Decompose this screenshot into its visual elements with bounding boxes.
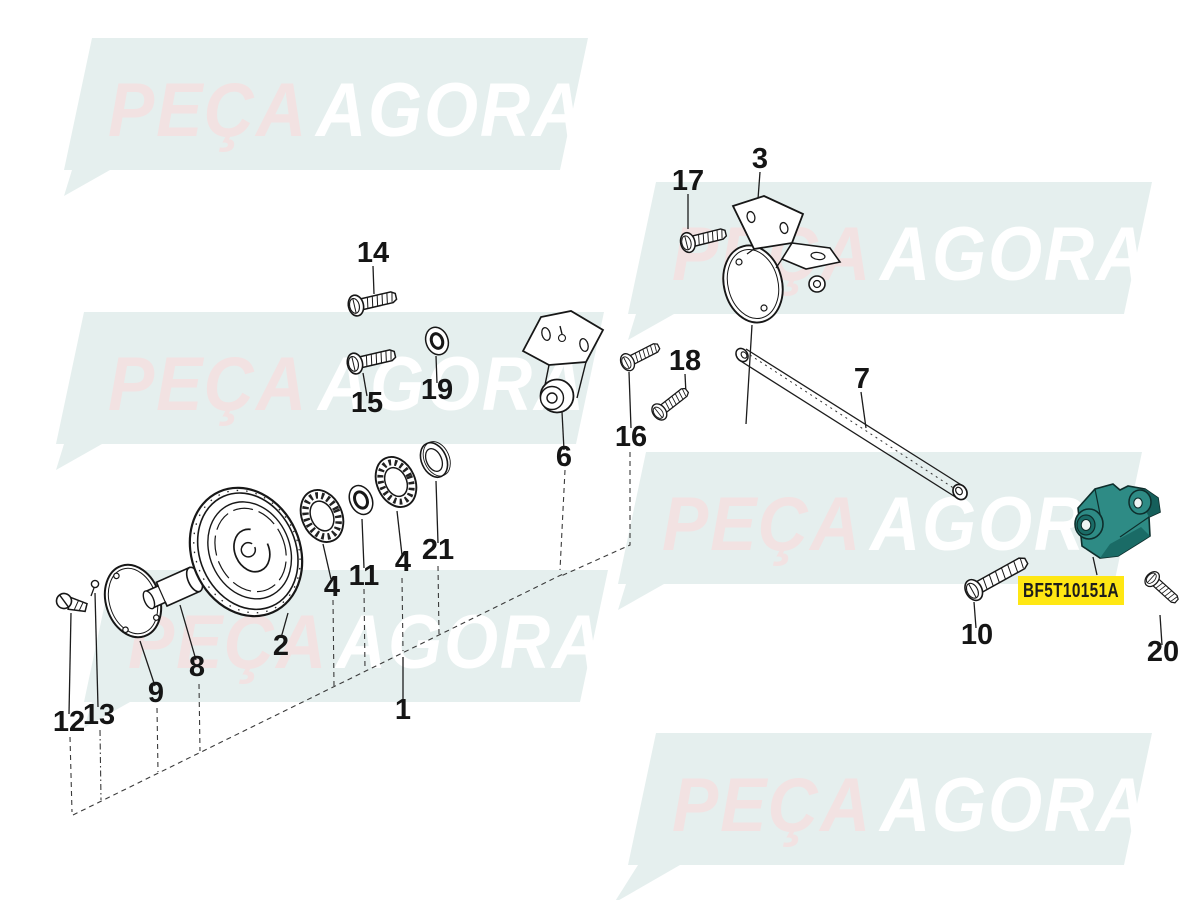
part-4-bearing-left	[299, 489, 345, 543]
part-4-bearing-right	[374, 456, 418, 508]
part-number-callout-19: 19	[421, 374, 453, 406]
part-13-pin	[90, 579, 100, 597]
part-number-callout-21: 21	[422, 534, 454, 566]
leader-lines	[68, 171, 1163, 715]
part-code-tag[interactable]: BF5T10151A	[1018, 576, 1124, 605]
part-code-text: BF5T10151A	[1023, 580, 1119, 602]
watermark-word1: PEÇA	[672, 763, 872, 848]
part-number-callout-10: 10	[961, 619, 993, 651]
part-number-callout-18: 18	[669, 345, 701, 377]
part-2-pulley	[188, 486, 304, 618]
part-number-callout-3: 3	[752, 143, 768, 175]
part-number-callout-15: 15	[351, 387, 383, 419]
watermark-band-mid-left: PEÇA AGORA	[56, 312, 604, 470]
part-number-callout-12: 12	[53, 706, 85, 738]
part-number-callout-8: 8	[189, 651, 205, 683]
watermark-word2: AGORA	[878, 763, 1148, 848]
part-18-bolt	[648, 382, 693, 424]
part-number-callout-2: 2	[273, 630, 289, 662]
part-number-callout-4b: 4	[395, 546, 411, 578]
part-12-screw	[55, 592, 88, 613]
part-19-washer	[424, 326, 450, 356]
part-number-callout-6: 6	[556, 441, 572, 473]
watermark-band-mid-right: PEÇA AGORA	[618, 452, 1142, 610]
watermark-band-bottom-left: PEÇA AGORA	[84, 570, 608, 728]
watermark-band-top-left: PEÇA AGORA	[64, 38, 588, 196]
part-number-callout-17: 17	[672, 165, 704, 197]
part-number-callout-13: 13	[83, 699, 115, 731]
watermark-word2: AGORA	[314, 68, 584, 153]
part-21-slinger	[419, 441, 451, 479]
watermark-word1: PEÇA	[662, 482, 862, 567]
part-3-bracket-assembly	[722, 195, 842, 324]
watermark-word1: PEÇA	[108, 342, 308, 427]
part-number-callout-4a: 4	[324, 571, 340, 603]
watermark-band-bottom-right: PEÇA AGORA	[615, 733, 1152, 900]
part-number-callout-20: 20	[1147, 636, 1179, 668]
part-6-bracket	[521, 310, 605, 414]
part-number-callout-16: 16	[615, 421, 647, 453]
part-number-callout-14: 14	[357, 237, 389, 269]
part-8-spacer	[142, 566, 204, 610]
part-number-callout-1: 1	[395, 694, 411, 726]
part-11-ring	[348, 484, 374, 516]
watermark-word2: AGORA	[878, 212, 1148, 297]
part-20-bolt	[1141, 568, 1183, 608]
watermark-word1: PEÇA	[108, 68, 308, 153]
part-16-bolt	[617, 337, 664, 374]
watermark-band-top-right: PEÇA AGORA	[628, 182, 1152, 340]
part-number-callout-11: 11	[349, 560, 380, 592]
assembly-axis-lines	[69, 452, 631, 816]
callout-numbers: 3 17 14 19 15 6 16 18 7 21 4 11 4 2 8 9 …	[53, 143, 1179, 738]
part-number-callout-7: 7	[854, 363, 870, 395]
watermark-word2: AGORA	[334, 600, 604, 685]
highlighted-part-bracket[interactable]	[1074, 483, 1161, 559]
part-number-callout-9: 9	[148, 677, 164, 709]
part-7-adjusting-rod	[735, 347, 968, 501]
